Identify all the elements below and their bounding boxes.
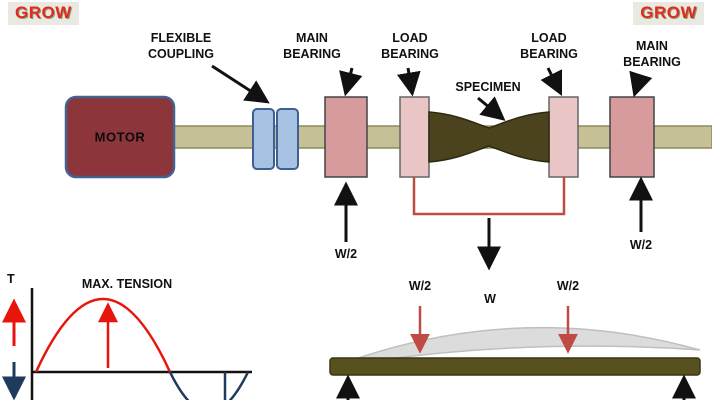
main-bearing-left-arrow: [339, 67, 363, 97]
load-bearing-left-block: [399, 96, 430, 178]
main-bearing-left-block: [324, 96, 368, 178]
beam-w2-left-label: W/2: [408, 279, 432, 293]
load-bearing-right-arrow: [540, 67, 563, 97]
coupling-disc-2: [276, 108, 299, 170]
tension-half-cycle-curve: [34, 298, 172, 373]
load-bracket: [412, 177, 566, 216]
load-bearing-left-label: LOAD BEARING: [381, 31, 439, 62]
main-bearing-right-block: [609, 96, 655, 178]
main-bearing-right-arrow: [629, 70, 653, 98]
beam-w-label: W: [484, 292, 496, 306]
max-tension-label: MAX. TENSION: [81, 277, 173, 291]
coupling-disc-1: [252, 108, 275, 170]
main-bearing-right-label: MAIN BEARING: [623, 39, 681, 70]
beam-bar: [329, 357, 701, 376]
specimen-label: SPECIMEN: [455, 80, 521, 94]
flexible-coupling-arrow: [211, 64, 270, 104]
motor-label: MOTOR: [94, 129, 146, 145]
deflection-curve: [332, 326, 701, 368]
beam-w2-right-label: W/2: [556, 279, 580, 293]
specimen-shape: [428, 111, 550, 163]
w2-right-label: W/2: [629, 238, 653, 252]
w2-left-label: W/2: [334, 247, 358, 261]
load-bearing-left-arrow: [396, 67, 421, 97]
grow-logo-left: GROW: [8, 2, 79, 25]
specimen-arrow: [477, 96, 506, 121]
flexible-coupling-label: FLEXIBLE COUPLING: [148, 31, 214, 62]
main-bearing-left-label: MAIN BEARING: [283, 31, 341, 62]
load-bearing-right-block: [548, 96, 579, 178]
compression-half-cycle-curve: [168, 371, 250, 400]
load-bearing-right-label: LOAD BEARING: [520, 31, 578, 62]
graph-t-axis-label: T: [7, 272, 15, 286]
grow-logo-right: GROW: [633, 2, 704, 25]
motor-body: [64, 95, 176, 179]
